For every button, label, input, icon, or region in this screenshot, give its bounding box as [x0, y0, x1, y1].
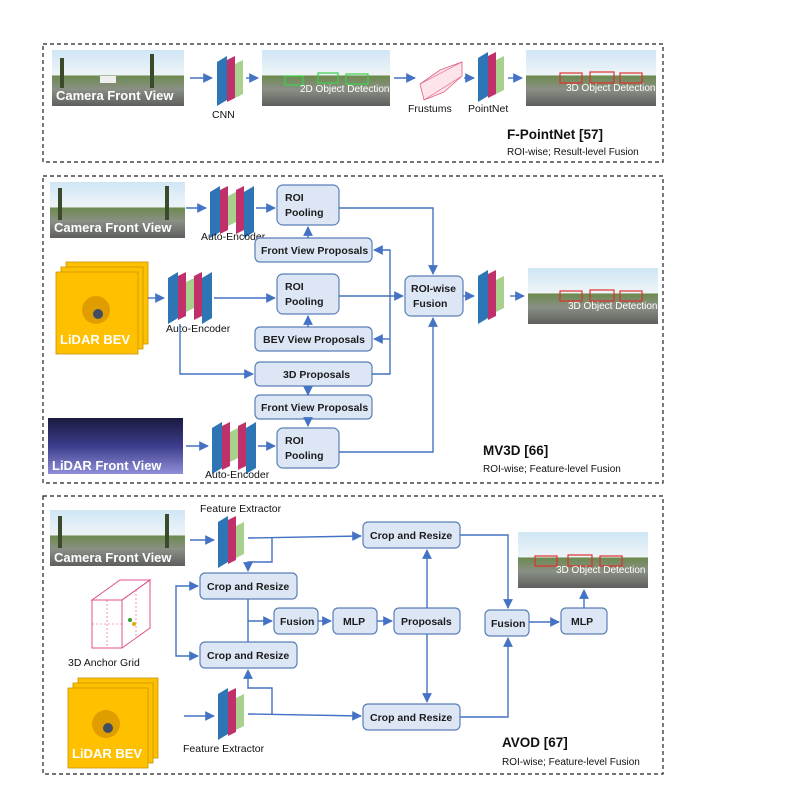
front-view-proposals-label: Front View Proposals: [261, 402, 368, 414]
crop-resize-box-b: Crop and Resize: [199, 641, 298, 669]
roi-pooling-camera-line2: Pooling: [285, 207, 324, 219]
3d-detection-image-avod: 3D Object Detection: [518, 532, 648, 588]
feature-extractor-top-icon: [218, 516, 244, 568]
roi-pooling-camera-box: ROI Pooling: [276, 184, 340, 226]
front-view-proposals-box-bottom: Front View Proposals: [254, 394, 373, 420]
autoencoder-bev-icon: [168, 272, 212, 324]
fusion-label: Fusion: [491, 618, 525, 630]
fpointnet-panel: [42, 43, 664, 163]
mv3d-lidar-bev-label: LiDAR BEV: [60, 332, 130, 347]
front-view-proposals-box-top: Front View Proposals: [254, 237, 373, 263]
autoencoder-front-icon: [212, 422, 256, 474]
roi-pooling-bev-box: ROI Pooling: [276, 273, 340, 315]
cnn-block-icon: [217, 56, 243, 106]
autoencoder-bev-label: Auto-Encoder: [166, 323, 231, 335]
lidar-bev-image-avod: LiDAR BEV: [67, 677, 159, 769]
frustums-label: Frustums: [408, 103, 452, 115]
proposals-label: Proposals: [401, 616, 452, 628]
avod-camera-image: Camera Front View: [50, 510, 185, 566]
fpointnet-title: F-PointNet [57]: [507, 127, 603, 142]
avod-lidar-bev-label: LiDAR BEV: [72, 746, 142, 761]
roi-pooling-front-line2: Pooling: [285, 450, 324, 462]
crop-resize-box-c: Crop and Resize: [362, 521, 461, 549]
crop-resize-box-a: Crop and Resize: [199, 572, 298, 600]
roi-wise-fusion-line1: ROI-wise: [411, 283, 456, 295]
mv3d-subtitle: ROI-wise; Feature-level Fusion: [483, 464, 621, 475]
3d-detection-image-fpointnet: 3D Object Detection: [526, 50, 656, 106]
3d-proposals-box: 3D Proposals: [254, 361, 373, 387]
mv3d-camera-image: Camera Front View: [50, 182, 185, 238]
frustum-icon: [419, 61, 463, 101]
mv3d-panel: [42, 175, 664, 484]
front-view-proposals-label: Front View Proposals: [261, 245, 368, 257]
3d-detection-image-mv3d: 3D Object Detection: [528, 268, 658, 324]
pointnet-block-icon: [478, 52, 504, 102]
fusion-box-first: Fusion: [273, 607, 319, 635]
crop-resize-label: Crop and Resize: [370, 530, 452, 542]
autoencoder-camera-icon: [210, 186, 254, 238]
mv3d-connectors: [148, 203, 525, 453]
mlp-box-second: MLP: [560, 607, 608, 635]
mlp-box-first: MLP: [332, 607, 378, 635]
3d-proposals-label: 3D Proposals: [283, 369, 350, 381]
mv3d-title: MV3D [66]: [483, 443, 548, 458]
avod-panel: [42, 495, 664, 775]
feature-extractor-top-label: Feature Extractor: [200, 503, 282, 515]
3d-anchor-grid-icon: [90, 579, 152, 649]
autoencoder-camera-label: Auto-Encoder: [201, 231, 266, 243]
crop-resize-label: Crop and Resize: [207, 650, 289, 662]
feature-extractor-bottom-label: Feature Extractor: [183, 743, 265, 755]
lidar-bev-image-mv3d: LiDAR BEV: [55, 261, 149, 355]
roi-wise-fusion-box: ROI-wise Fusion: [404, 275, 464, 317]
roi-pooling-bev-line1: ROI: [285, 281, 304, 293]
fpointnet-camera-image: Camera Front View: [52, 50, 184, 106]
roi-wise-fusion-line2: Fusion: [413, 298, 447, 310]
lidar-front-view-label: LiDAR Front View: [52, 458, 162, 473]
mv3d-3d-detection-label: 3D Object Detection: [568, 301, 658, 312]
autoencoder-front-label: Auto-Encoder: [205, 469, 270, 481]
roi-pooling-front-box: ROI Pooling: [276, 427, 340, 469]
avod-3d-detection-label: 3D Object Detection: [556, 565, 646, 576]
fpointnet-camera-label: Camera Front View: [56, 88, 174, 103]
crop-resize-label: Crop and Resize: [207, 581, 289, 593]
bev-view-proposals-label: BEV View Proposals: [263, 334, 365, 346]
mv3d-detector-block-icon: [478, 270, 504, 324]
fusion-label: Fusion: [280, 616, 314, 628]
bev-view-proposals-box: BEV View Proposals: [254, 326, 373, 352]
roi-pooling-front-line1: ROI: [285, 435, 304, 447]
cnn-label: CNN: [212, 109, 235, 121]
crop-resize-box-d: Crop and Resize: [362, 703, 461, 731]
lidar-front-view-image: LiDAR Front View: [48, 418, 183, 474]
mlp-label: MLP: [571, 616, 593, 628]
avod-subtitle: ROI-wise; Feature-level Fusion: [502, 757, 640, 768]
fusion-box-second: Fusion: [484, 609, 530, 637]
pointnet-label: PointNet: [468, 103, 508, 115]
avod-title: AVOD [67]: [502, 735, 568, 750]
feature-extractor-bottom-icon: [218, 688, 244, 740]
avod-camera-label: Camera Front View: [54, 550, 172, 565]
mv3d-camera-label: Camera Front View: [54, 220, 172, 235]
roi-pooling-bev-line2: Pooling: [285, 296, 324, 308]
fpointnet-3d-detection-label: 3D Object Detection: [566, 83, 656, 94]
crop-resize-label: Crop and Resize: [370, 712, 452, 724]
anchor-grid-label: 3D Anchor Grid: [68, 657, 140, 669]
2d-detection-image: 2D Object Detection: [262, 50, 390, 106]
2d-detection-label: 2D Object Detection: [300, 84, 390, 95]
proposals-box: Proposals: [393, 607, 461, 635]
mlp-label: MLP: [343, 616, 365, 628]
roi-pooling-camera-line1: ROI: [285, 192, 304, 204]
avod-connectors: [175, 531, 589, 721]
fpointnet-subtitle: ROI-wise; Result-level Fusion: [507, 147, 639, 158]
